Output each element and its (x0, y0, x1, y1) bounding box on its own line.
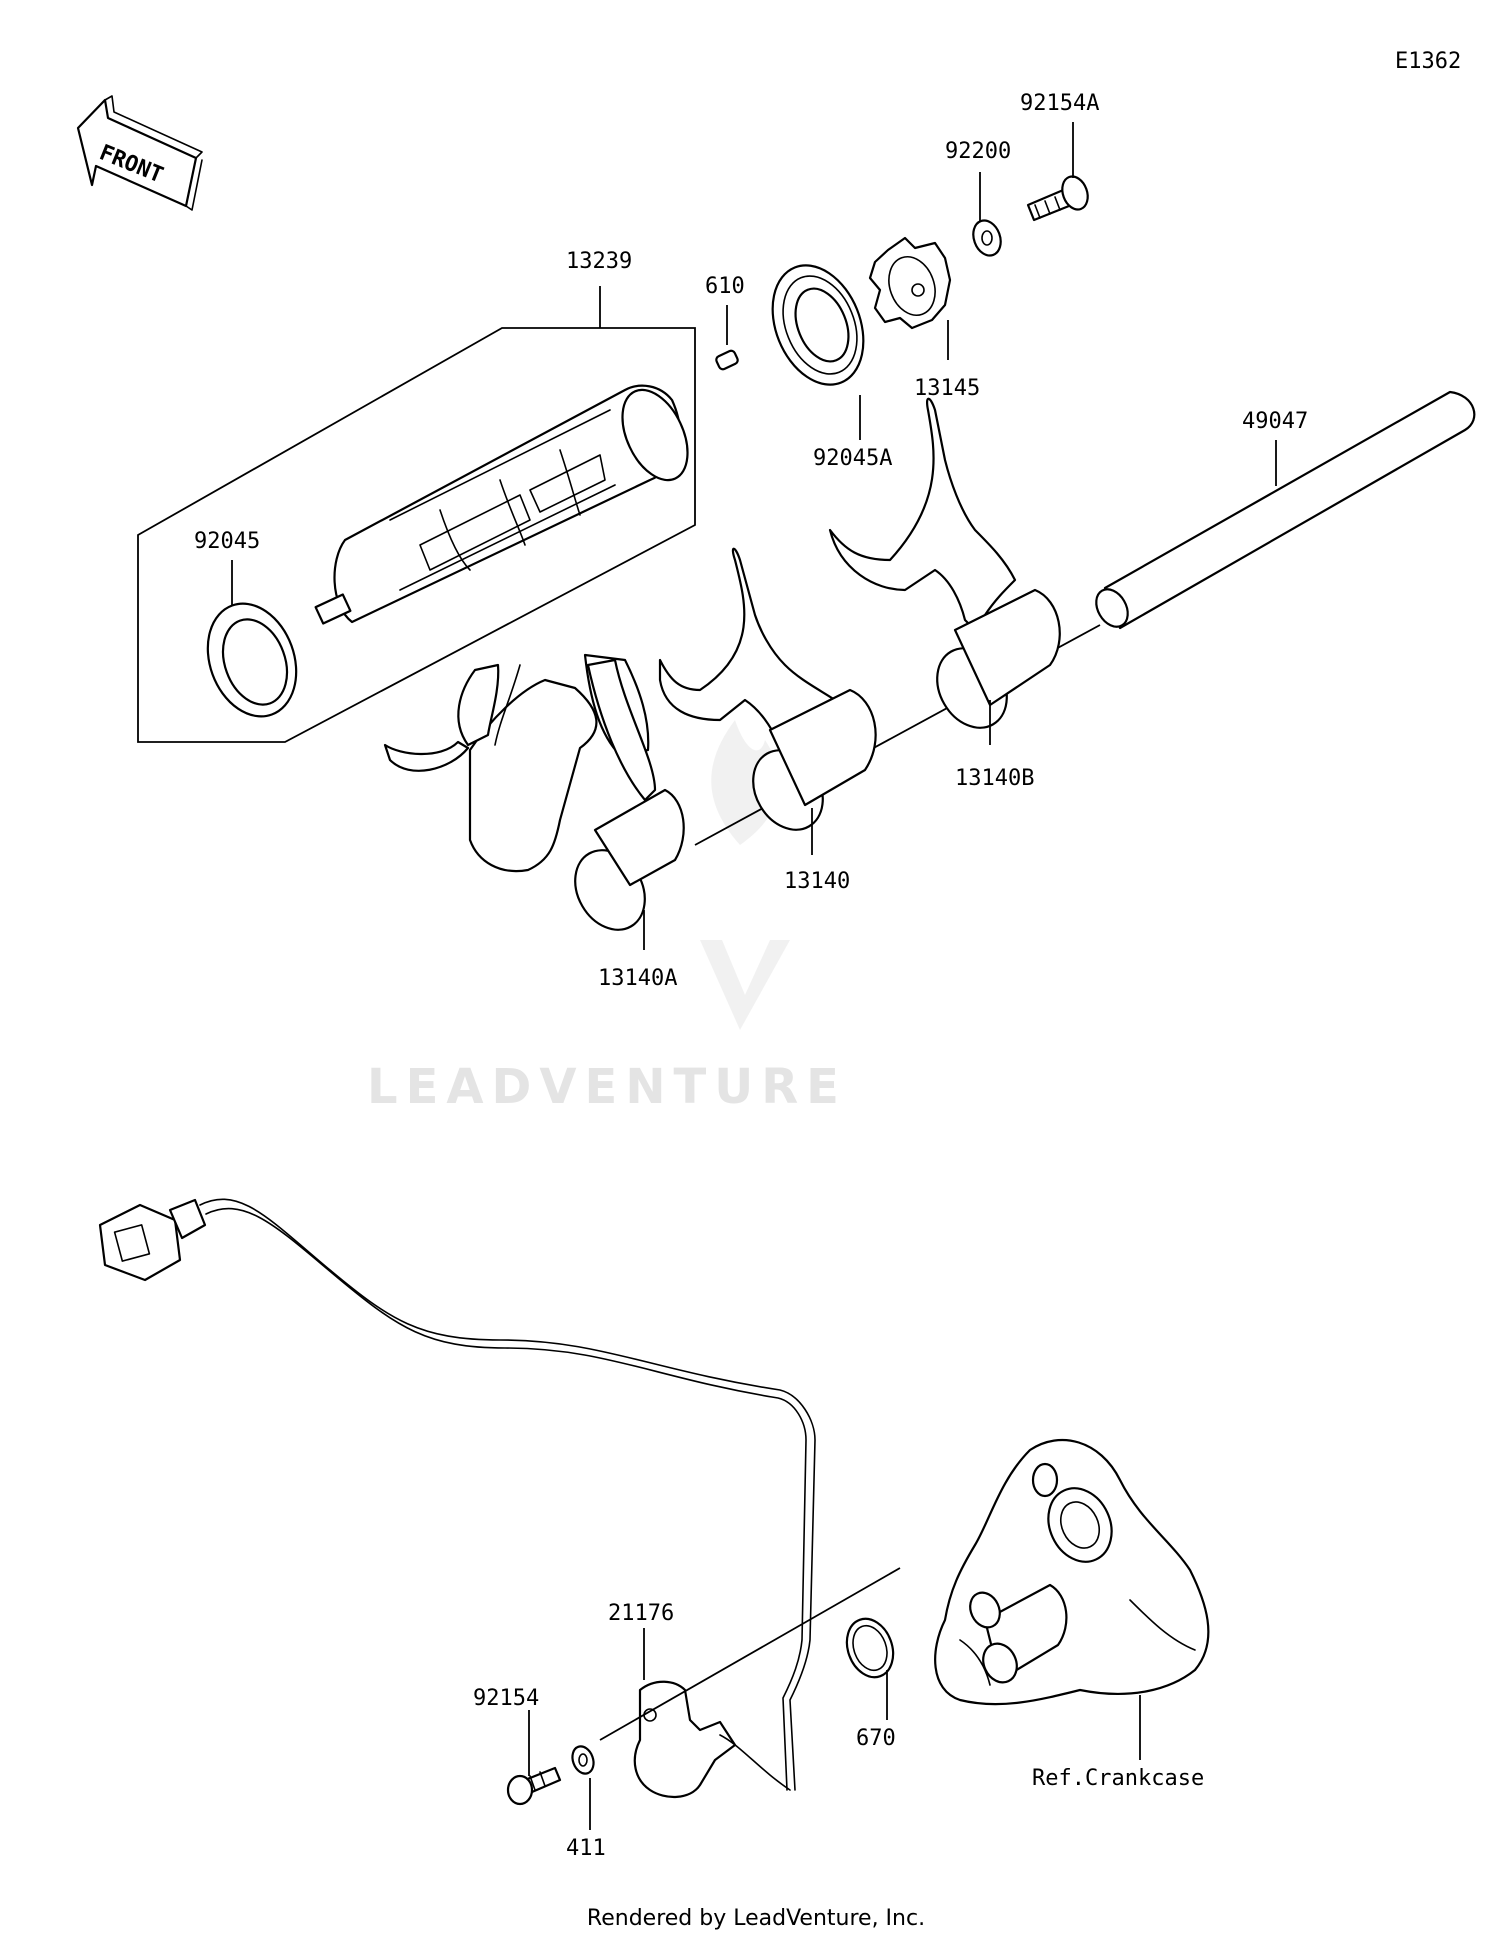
callout-13239: 13239 (566, 249, 632, 274)
callout-92154: 92154 (473, 1686, 539, 1711)
callout-92045: 92045 (194, 529, 260, 554)
shift-fork-13140 (658, 547, 877, 831)
callout-49047: 49047 (1242, 409, 1308, 434)
callout-92154A: 92154A (1020, 91, 1099, 116)
footer-credit: Rendered by LeadVenture, Inc. (587, 1906, 925, 1931)
callout-13140A: 13140A (598, 966, 677, 991)
callout-13140B: 13140B (955, 766, 1034, 791)
callout-670: 670 (856, 1726, 896, 1751)
washer-411 (571, 1745, 595, 1775)
bolt-92154A (1026, 175, 1089, 222)
callout-13140: 13140 (784, 869, 850, 894)
o-ring-670 (845, 1617, 895, 1679)
bearing-92045A (771, 264, 865, 386)
gear-position-sensor-cable (98, 1198, 816, 1791)
front-arrow-icon: FRONT (76, 95, 203, 211)
washer-92200 (972, 219, 1002, 257)
callout-ref-crankcase: Ref.Crankcase (1032, 1766, 1204, 1791)
oil-seal-92045 (206, 602, 298, 718)
diagram-code: E1362 (1395, 49, 1461, 74)
callout-92045A: 92045A (813, 446, 892, 471)
crankcase-section (934, 1438, 1210, 1706)
watermark-text: LEADVENTURE (367, 1059, 847, 1115)
callout-411: 411 (566, 1836, 606, 1861)
shift-drum (314, 384, 689, 625)
callout-92200: 92200 (945, 139, 1011, 164)
shift-fork-13140B (828, 397, 1061, 729)
dowel-pin-610 (715, 349, 739, 371)
star-cam-13145 (868, 236, 952, 330)
bolt-92154 (506, 1766, 562, 1806)
shift-fork-13140A (383, 653, 685, 931)
watermark-logo (700, 720, 790, 1030)
callout-21176: 21176 (608, 1601, 674, 1626)
callout-610: 610 (705, 274, 745, 299)
shift-rod-49047 (1095, 390, 1476, 630)
group-bracket-13239 (137, 327, 696, 743)
callout-13145: 13145 (914, 376, 980, 401)
gear-position-sensor-21176 (633, 1680, 791, 1798)
